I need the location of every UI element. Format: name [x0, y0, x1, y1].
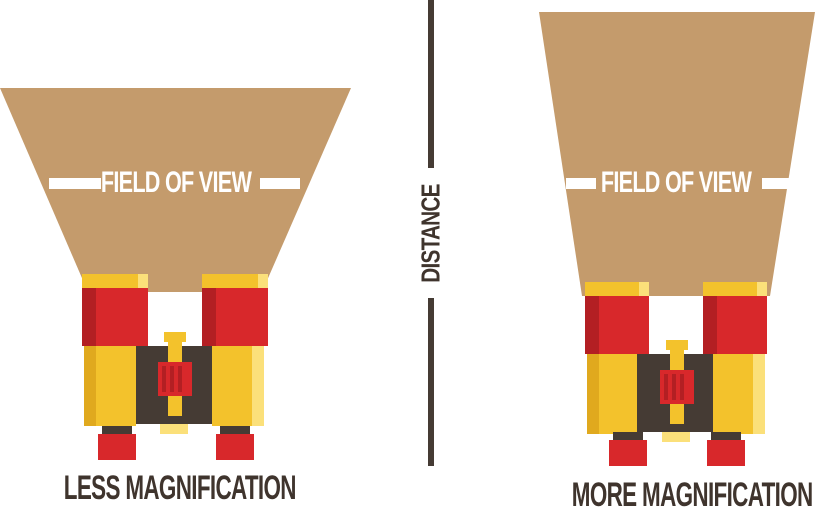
binoculars-icon [82, 274, 268, 460]
distance-line-top [428, 0, 434, 168]
fov-bar-left-a [49, 178, 101, 189]
fov-cone-right [539, 12, 815, 296]
distance-line-bottom [428, 298, 434, 466]
distance-label: DISTANCE [415, 184, 446, 283]
fov-label-right: FIELD OF VIEW [600, 166, 752, 199]
fov-cone-left [0, 88, 351, 292]
fov-bar-left-b [260, 178, 300, 189]
caption-more-magnification: MORE MAGNIFICATION [571, 476, 813, 514]
fov-label-left: FIELD OF VIEW [100, 166, 252, 199]
binoculars-icon [585, 282, 767, 466]
fov-bar-right-b [762, 178, 792, 189]
fov-bar-right-a [566, 178, 596, 189]
caption-less-magnification: LESS MAGNIFICATION [63, 469, 297, 507]
